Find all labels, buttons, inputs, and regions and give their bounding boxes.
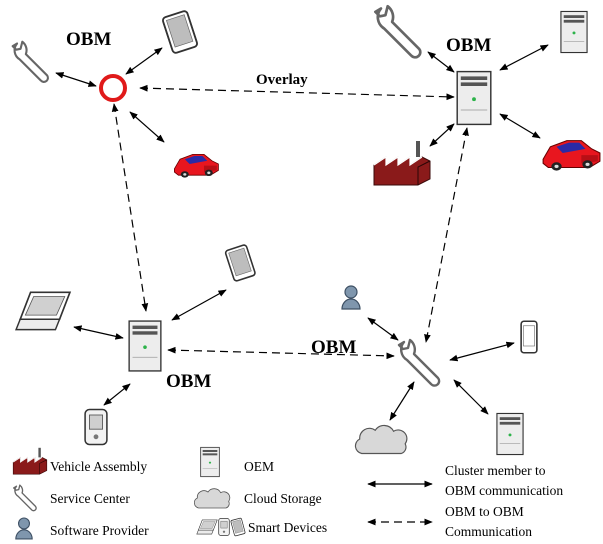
overlay-label: Overlay [256,72,308,88]
legend-oem: OEM [244,459,274,474]
member-links [55,44,549,421]
tablet-icon [161,9,199,55]
cluster-bottom-left [15,243,257,446]
cluster-top-left [11,9,219,179]
cluster-bottom-right [341,285,538,456]
laptop-icon [15,291,71,331]
legend-cloud-icon [193,488,231,509]
legend-server-icon [200,446,220,478]
legend: Vehicle Assembly Service Center Software… [12,446,563,540]
legend-pda-icon [218,518,230,536]
obm-link-top-left-to-bottom-left [111,103,149,312]
obm-label-top-left: OBM [66,29,111,50]
vehicle-assembly-factory-icon [373,140,431,186]
legend-tablet-icon [230,517,246,537]
legend-solid-line-label-1: Cluster member to [445,463,546,478]
obm-links [111,84,469,360]
legend-solid-line-label-2: OBM communication [445,483,563,498]
cloud-icon [354,424,408,455]
service-center-wrench-icon [397,338,441,387]
legend-software-provider: Software Provider [50,523,149,538]
legend-person-icon [15,517,33,540]
oem-server-icon [560,10,588,54]
pda-icon [84,408,108,446]
phone-icon [520,320,538,354]
obm-ring-icon [99,74,127,102]
service-center-wrench-icon [11,40,49,83]
legend-factory-icon [12,447,48,475]
tablet-icon [224,243,257,283]
oem-server-icon [456,70,492,126]
software-provider-person-icon [341,285,361,310]
legend-dashed-line-label-1: OBM to OBM [445,504,524,519]
service-center-wrench-icon [374,4,422,59]
obm-label-bottom-right: OBM [311,337,356,358]
oem-server-icon [128,320,162,372]
legend-vehicle-assembly: Vehicle Assembly [50,459,147,474]
oem-server-icon [496,412,524,456]
legend-service-center: Service Center [50,491,130,506]
obm-label-top-right: OBM [446,35,491,56]
legend-smart-devices: Smart Devices [248,520,327,535]
legend-dashed-line-label-2: Communication [445,524,532,539]
legend-cloud-storage: Cloud Storage [244,491,322,506]
legend-wrench-icon [13,484,37,512]
overlay-link [139,84,455,101]
car-icon [542,140,601,172]
car-icon [173,153,219,179]
obm-link-top-right-to-bottom-right [424,127,469,343]
obm-link-bottom-left-to-bottom-right [167,346,395,360]
obm-label-bottom-left: OBM [166,371,211,392]
legend-laptop-icon [196,519,218,535]
